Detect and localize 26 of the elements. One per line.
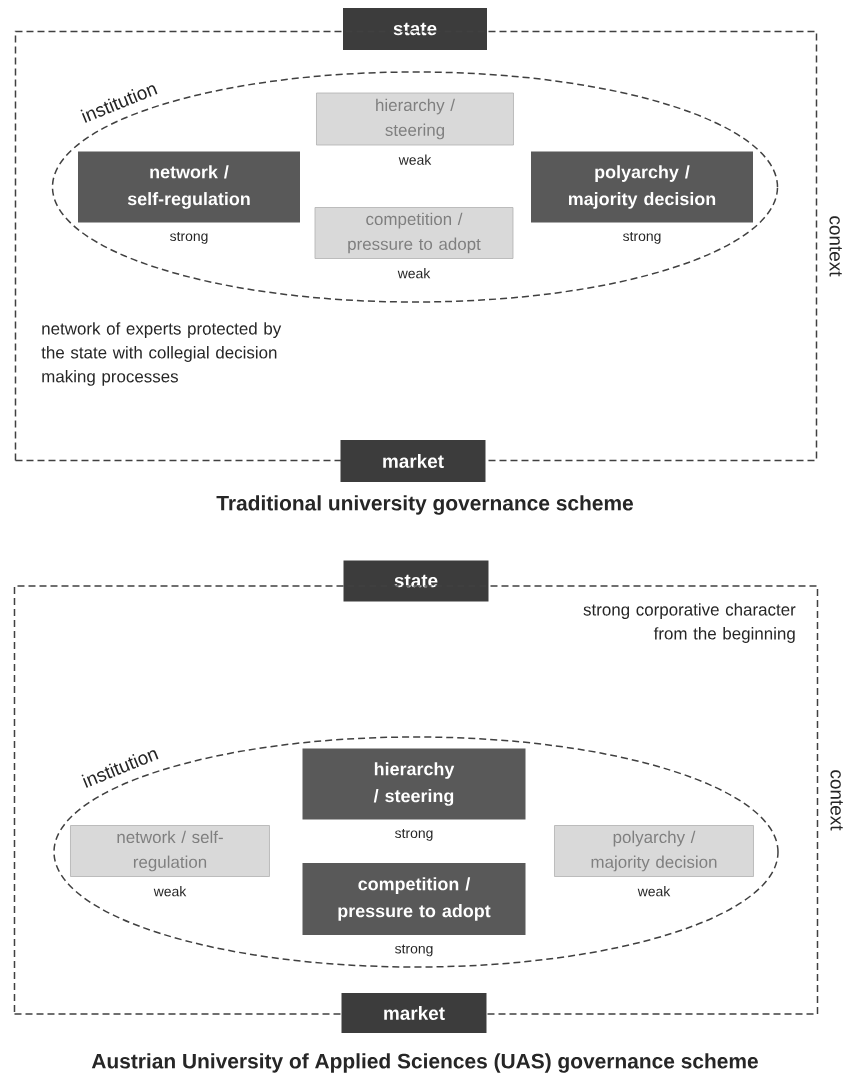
- label-box: state: [343, 560, 489, 602]
- strength-label: strong: [621, 230, 663, 245]
- mechanism-box: hierarchy / steering: [316, 92, 514, 146]
- mechanism-box: network / self-regulation: [78, 151, 300, 223]
- mechanism-box: polyarchy / majority decision: [531, 151, 753, 223]
- node-label: context: [829, 216, 842, 277]
- label-note: strong corporative character from the beginning: [583, 603, 796, 643]
- node-label: context: [830, 770, 843, 831]
- scheme-title: Traditional university governance scheme: [216, 495, 633, 515]
- mechanism-box: competition / pressure to adopt: [314, 207, 514, 259]
- strength-label: strong: [393, 827, 435, 842]
- label-box: market: [340, 440, 486, 482]
- label-note: network of experts protected by the state with collegial decision making processes: [41, 322, 282, 386]
- strength-label: weak: [636, 885, 672, 898]
- mechanism-box: competition / pressure to adopt: [302, 863, 526, 935]
- strength-label: weak: [152, 885, 188, 898]
- strength-label: strong: [168, 230, 210, 245]
- strength-label: strong: [393, 943, 435, 958]
- label-box: state: [343, 8, 487, 50]
- strength-label: weak: [397, 153, 433, 166]
- mechanism-box: network / self-regulation: [70, 825, 270, 877]
- mechanism-box: hierarchy / steering: [302, 748, 526, 820]
- scheme-title: Austrian University of Applied Sciences (UAS) governance scheme: [91, 1053, 758, 1073]
- label-box: market: [341, 993, 487, 1033]
- strength-label: weak: [396, 267, 432, 280]
- mechanism-box: polyarchy / majority decision: [554, 825, 754, 877]
